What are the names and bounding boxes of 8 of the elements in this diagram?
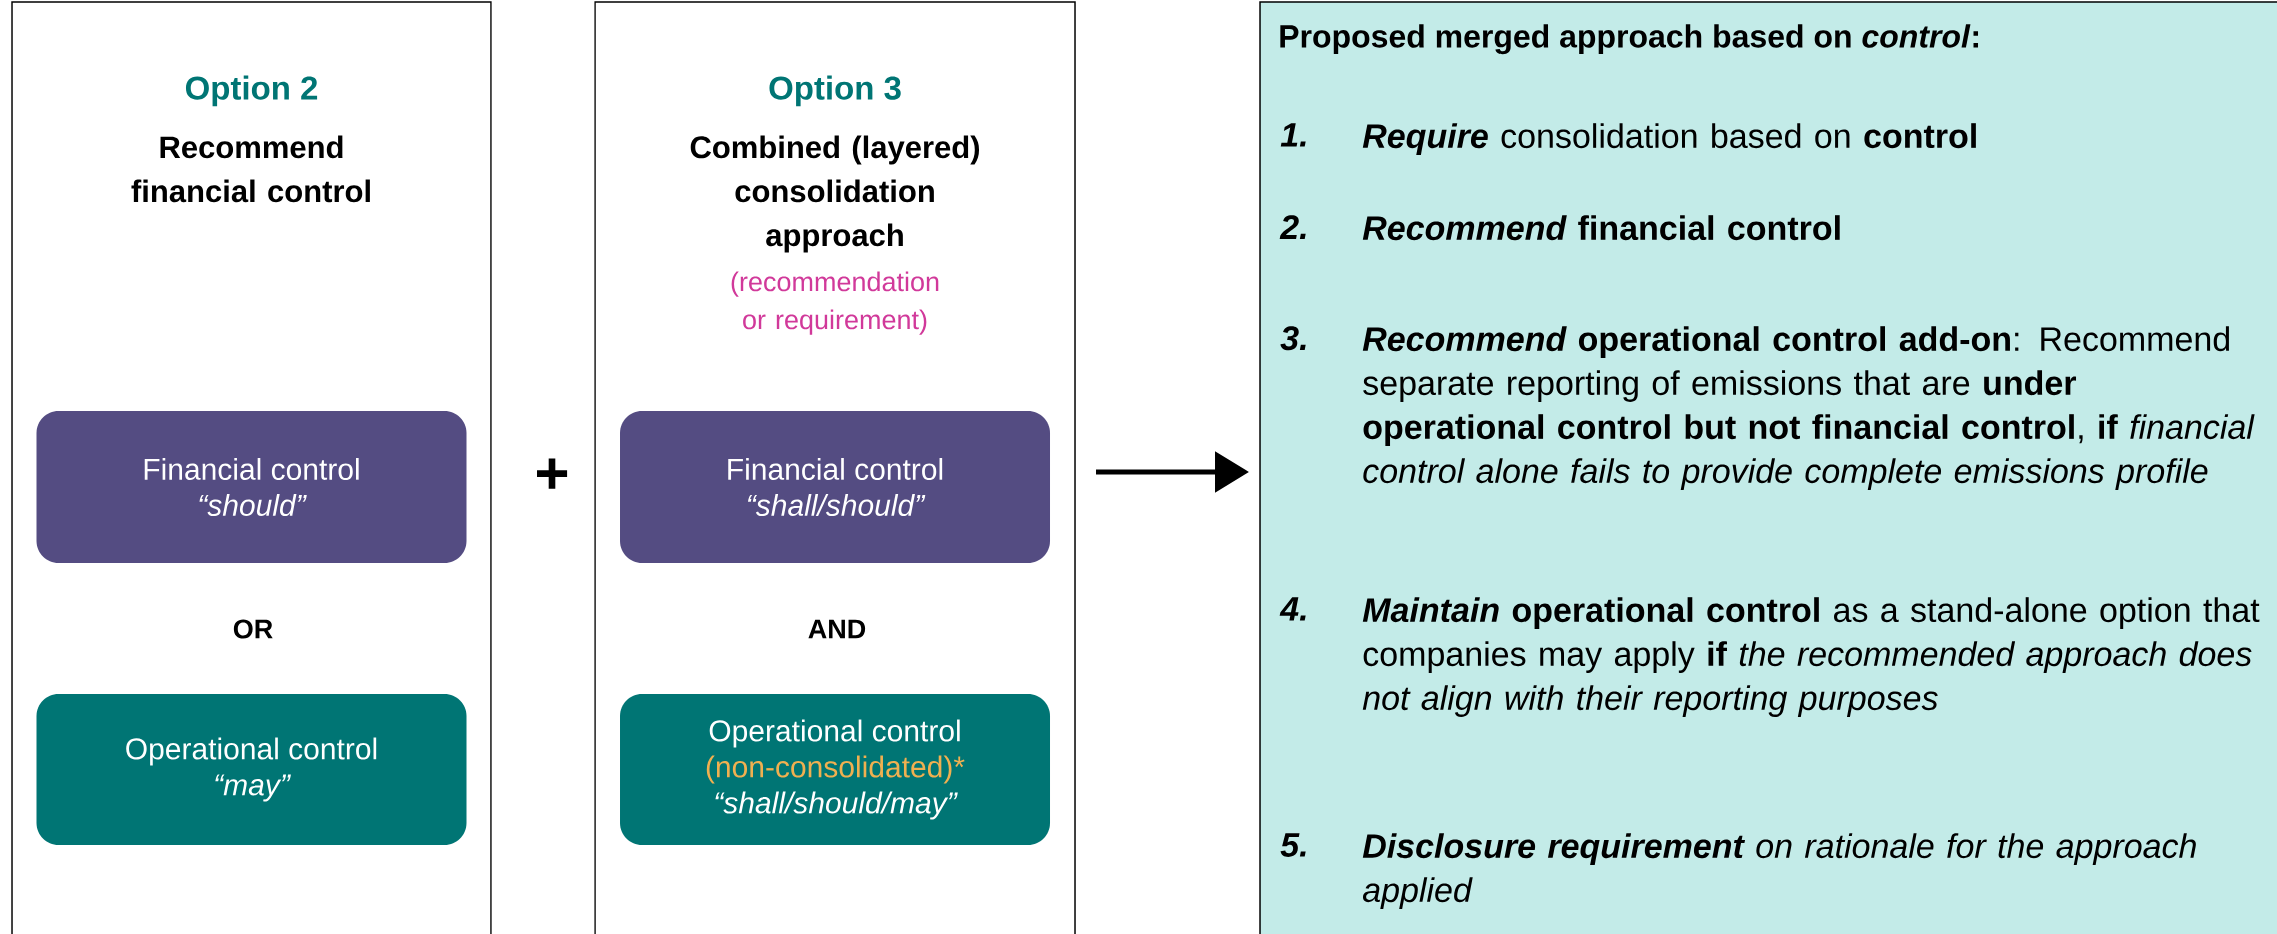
- connector-word: AND: [808, 619, 866, 639]
- plus-sign: +: [537, 458, 568, 489]
- connector-word: OR: [233, 619, 273, 639]
- approach-panel: Proposed merged approach based on control: 1. Require consolidation based on control 2. Recommend financial control 3. Recommend operational control add-on: Recommend separate reporting of emissions that are under operational control but not financial control, if financial control alone fails to provide complete emissions profile 4. Maintain operational control as a stand-alone option that companies may apply if the recommended approach does not align with their reporting purposes 5. Disclosure requirement on rationale for the approach applied: [1259, 1, 2277, 934]
- control-box: Financial control “should”: [36, 411, 467, 563]
- control-box: Operational control (non-consolidated)* “shall/should/may”: [620, 694, 1050, 845]
- control-box: Operational control “may”: [36, 694, 467, 845]
- control-box: Financial control “shall/should”: [620, 411, 1050, 563]
